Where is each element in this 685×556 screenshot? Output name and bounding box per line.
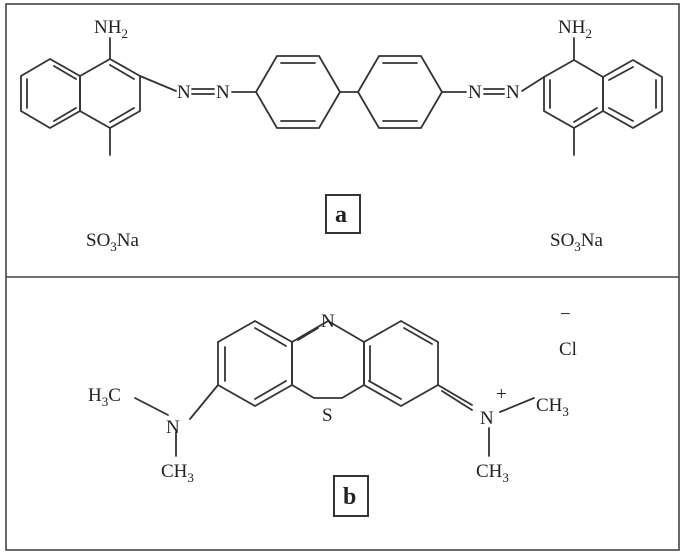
left-methyl-bond	[134, 397, 169, 416]
panel-a-label-box	[325, 194, 361, 234]
panel-b-structure	[134, 319, 535, 457]
right-imine-double-bond	[441, 390, 473, 411]
left-nitrogen-label: N	[166, 417, 180, 438]
panel-b-label: b	[343, 484, 356, 510]
biphenyl-ring-left	[254, 55, 342, 129]
left-amino-bond	[189, 384, 219, 420]
ring-sulfur: S	[322, 405, 333, 426]
left-double-bond	[109, 64, 135, 80]
right-azo-bond	[521, 76, 545, 92]
methylene-ring-right	[363, 319, 439, 408]
left-double-bond	[109, 107, 135, 123]
left-methyl-bottom-label: CH3	[161, 461, 194, 485]
right-naphthalene-ring-inner	[543, 58, 604, 130]
right-methyl-bond	[499, 397, 535, 413]
right-double-bond	[608, 107, 634, 122]
right-nitrogen-charge: +	[496, 384, 507, 405]
left-naphthalene-ring-inner	[79, 57, 141, 130]
right-sulfonate-label: SO3Na	[550, 230, 604, 254]
ring-right-double-bond	[403, 327, 433, 345]
ring-nitrogen: N	[321, 311, 335, 332]
panel-a-structure	[20, 37, 663, 156]
counter-ion-charge: −	[560, 304, 571, 325]
counter-ion-label: Cl	[559, 339, 577, 360]
right-methyl-top-label: CH3	[536, 395, 569, 419]
right-double-bond	[608, 66, 634, 81]
left-azo-n2: N	[216, 82, 230, 103]
right-azo-n1: N	[468, 82, 482, 103]
ring-left-double-bond	[254, 327, 287, 347]
right-azo-n2: N	[506, 82, 520, 103]
biphenyl-ring-right	[356, 55, 444, 129]
left-double-bond	[53, 107, 77, 122]
left-azo-bond	[139, 75, 177, 92]
right-nitrogen-label: N	[480, 408, 494, 429]
left-naphthalene-ring-outer	[20, 57, 81, 130]
left-sulfonate-label: SO3Na	[86, 230, 140, 254]
panel-a-label: a	[335, 202, 347, 228]
right-naphthalene-ring-outer	[602, 58, 663, 130]
left-double-bond	[53, 65, 77, 80]
ring-right-double-bond	[368, 380, 402, 400]
left-methyl-top-label: H3C	[88, 385, 121, 409]
left-amine-label: NH2	[94, 17, 128, 41]
panel-b-label-box	[333, 475, 369, 517]
right-amine-label: NH2	[558, 17, 592, 41]
methylene-ring-left	[217, 319, 293, 408]
right-methyl-bottom-label: CH3	[476, 461, 509, 485]
ring-left-double-bond	[254, 380, 287, 400]
central-double-bond	[297, 327, 319, 341]
left-azo-n1: N	[177, 82, 191, 103]
methylene-ring-central	[291, 319, 365, 399]
right-imine-bond	[437, 384, 473, 406]
right-double-bond	[573, 107, 598, 123]
